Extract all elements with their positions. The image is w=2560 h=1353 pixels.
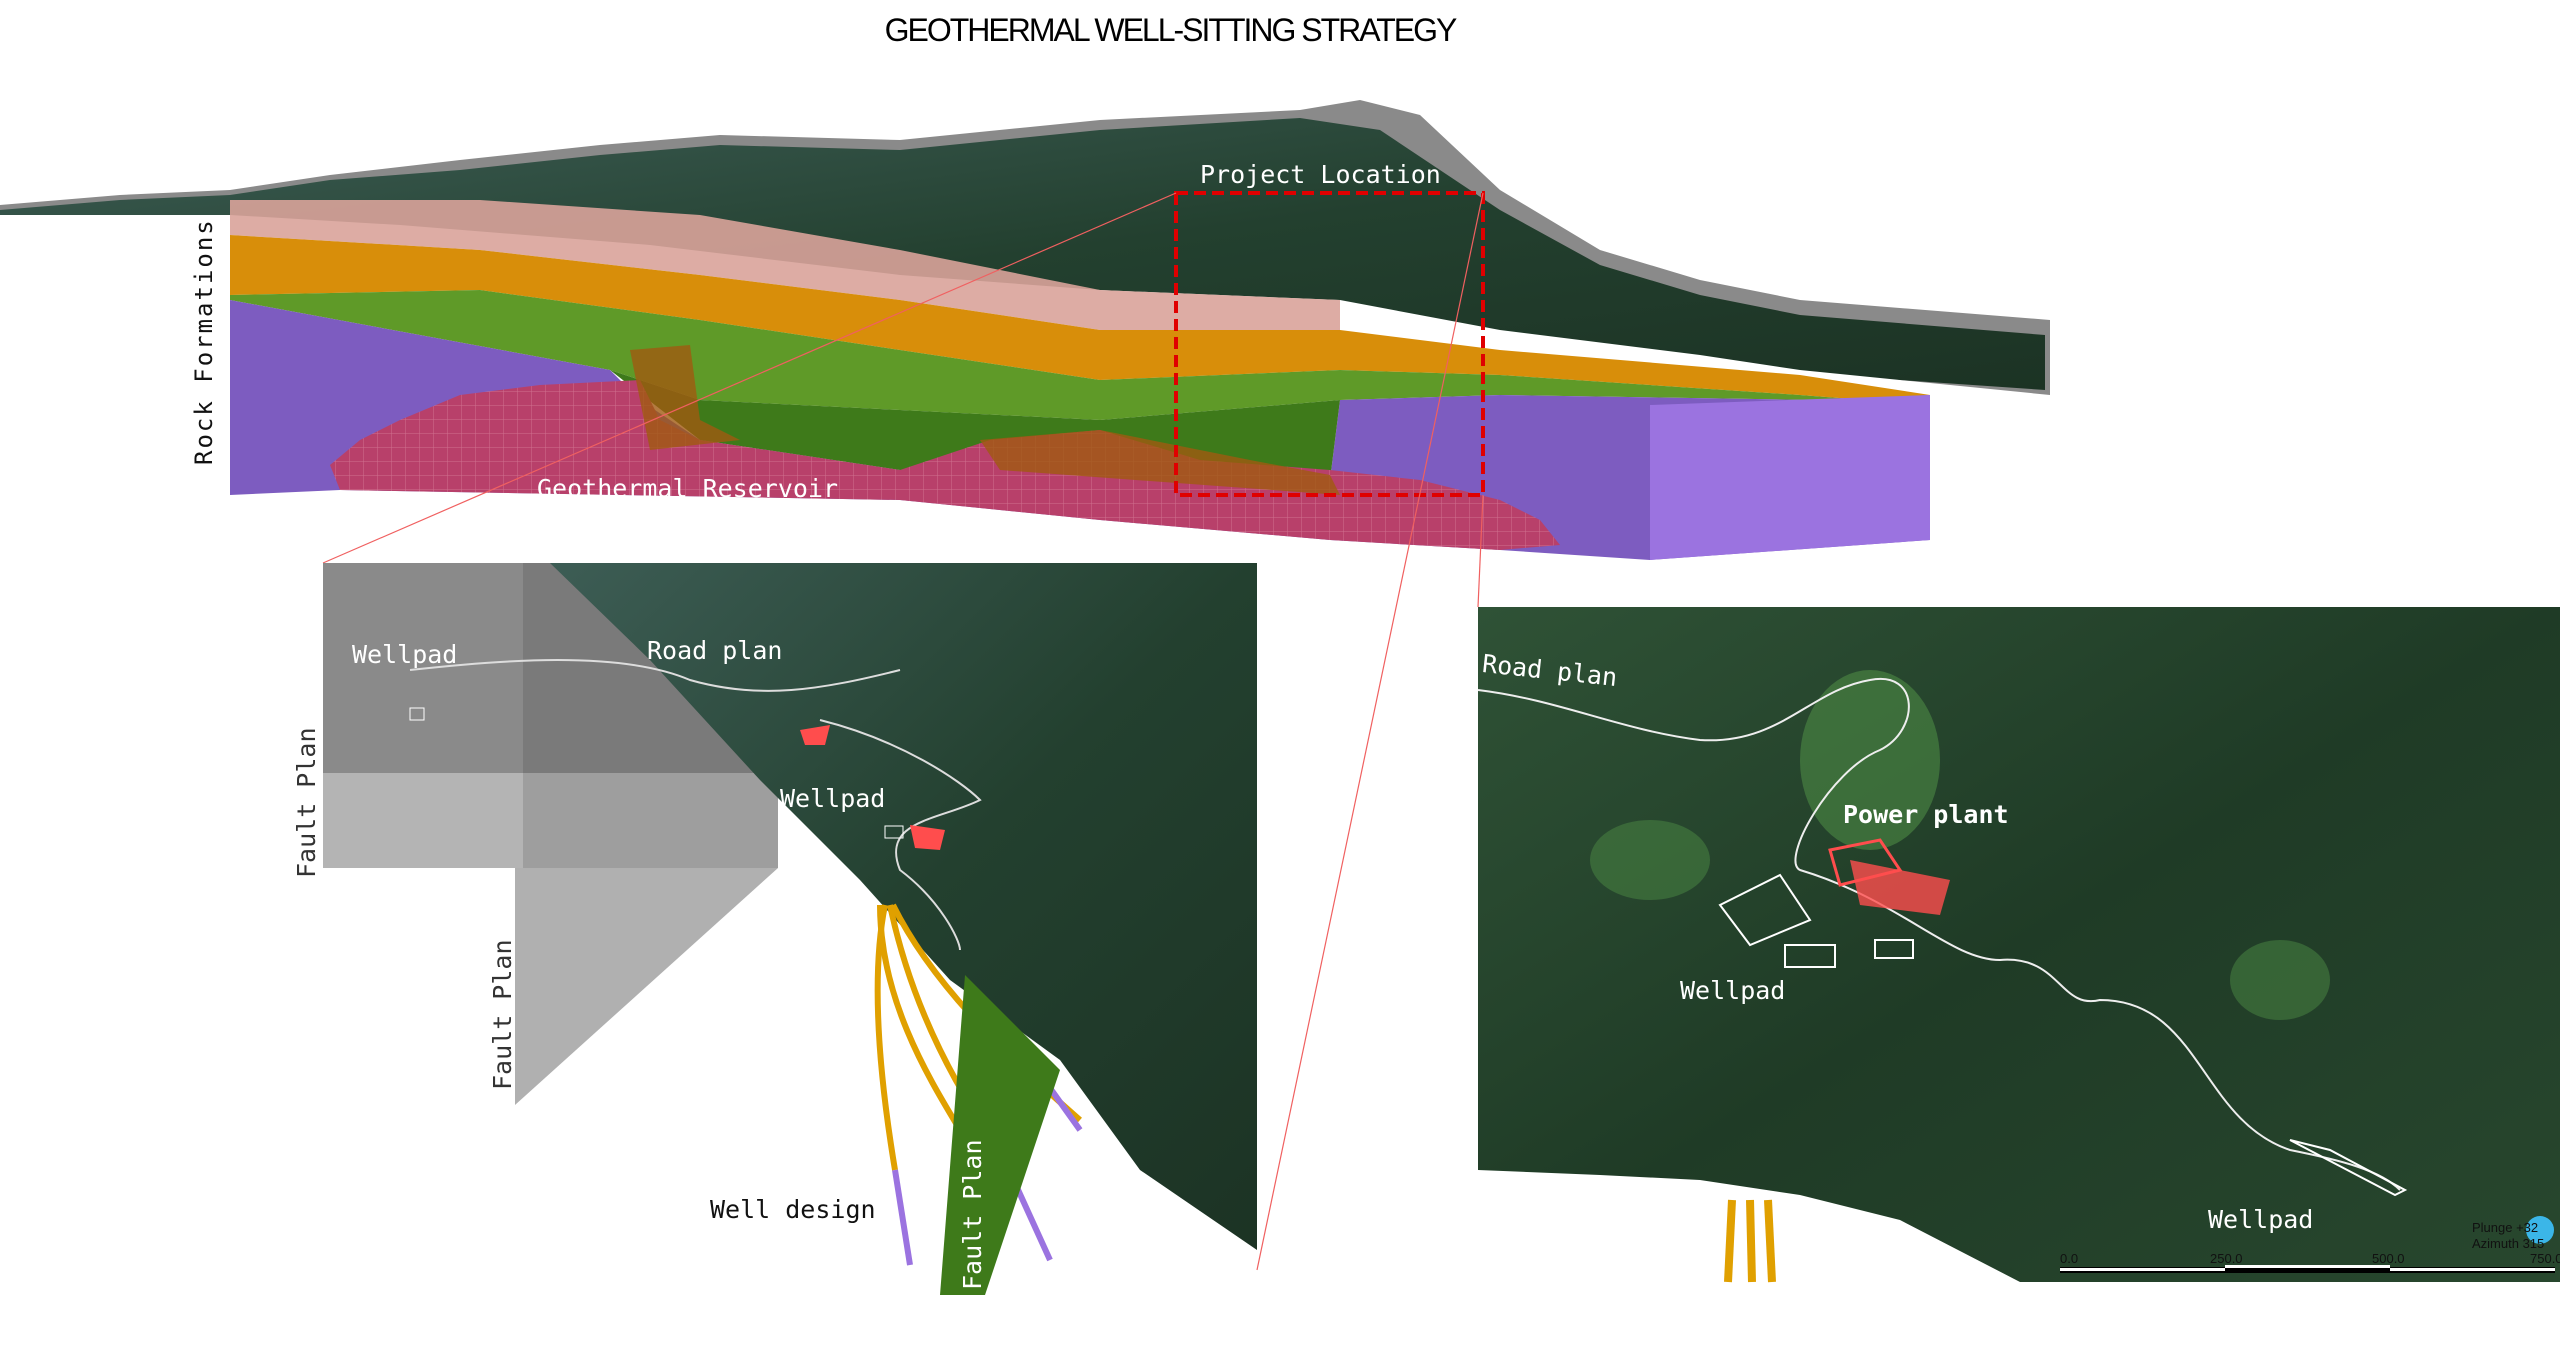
- page-title: GEOTHERMAL WELL-SITTING STRATEGY: [884, 12, 1458, 48]
- wellpad-label: Wellpad: [2208, 1205, 2314, 1234]
- scale-tick: 750.0: [2530, 1251, 2560, 1266]
- fault-plan-label: Fault Plan: [488, 939, 517, 1090]
- rock-formations-label: Rock Formations: [190, 218, 218, 465]
- orientation-globe-icon: [2526, 1216, 2554, 1244]
- wellpad-label: Wellpad: [352, 640, 458, 669]
- scale-tick: 0.0: [2060, 1251, 2079, 1266]
- road-plan-label: Road plan: [647, 636, 783, 665]
- fault-plan-label: Fault Plan: [292, 727, 321, 878]
- left-detail-3d-view: [323, 563, 1257, 1295]
- project-location-highlight-box: [1174, 191, 1485, 497]
- well-design-label: Well design: [710, 1195, 876, 1224]
- zoom-connector-lines: [322, 192, 1484, 1271]
- plunge-readout: Plunge +32: [2472, 1220, 2539, 1235]
- fault-plan-label: Fault Plan: [958, 1139, 987, 1290]
- azimuth-readout: Azimuth 315: [2472, 1236, 2545, 1251]
- right-detail-satellite-view: [1477, 607, 2560, 1283]
- project-location-label: Project Location: [1200, 160, 1441, 189]
- scale-tick: 500.0: [2372, 1251, 2405, 1266]
- wellpad-label: Wellpad: [1680, 976, 1786, 1005]
- reservoir-label: Geothermal Reservoir: [537, 474, 839, 503]
- power-plant-label: Power plant: [1843, 800, 2009, 829]
- wellpad-label: Wellpad: [780, 784, 886, 813]
- scale-tick: 250.0: [2210, 1251, 2243, 1266]
- fault-plane-green: [940, 975, 1060, 1295]
- terrain-surface: [0, 100, 2050, 395]
- rock-formation-layers: [230, 200, 1930, 560]
- scale-bar: [2060, 1265, 2555, 1273]
